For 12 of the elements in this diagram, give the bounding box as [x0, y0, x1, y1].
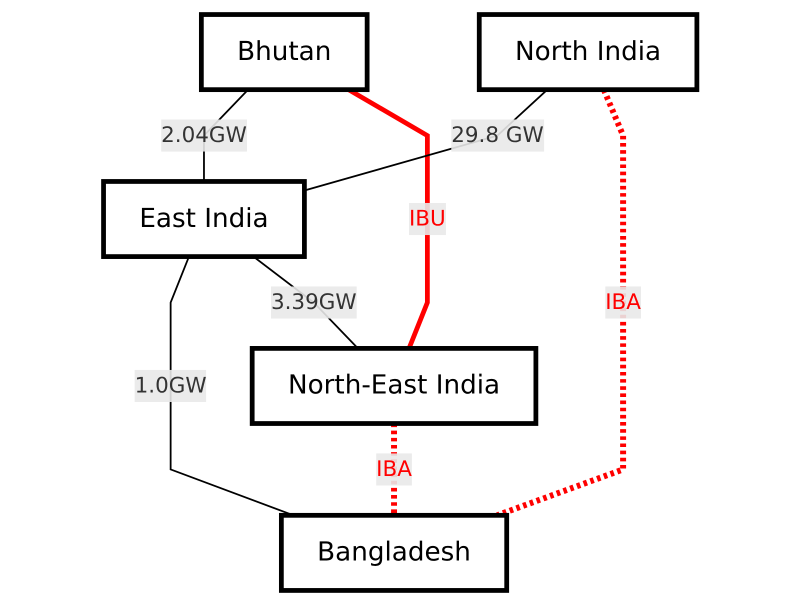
node-box: North-East India [250, 346, 539, 426]
edge-label: IBA [376, 456, 412, 482]
edge-label: 29.8 GW [452, 122, 544, 148]
node-box: East India [101, 178, 308, 258]
edge-label: 2.04GW [161, 122, 248, 148]
edge-label: 3.39GW [271, 289, 357, 315]
edge-label: IBA [606, 289, 642, 315]
node-box: Bhutan [199, 12, 370, 92]
edge-label: 1.0GW [134, 372, 207, 398]
node-box: Bangladesh [279, 512, 510, 592]
node-box: North India [477, 12, 700, 92]
edge-label: IBU [409, 206, 446, 232]
